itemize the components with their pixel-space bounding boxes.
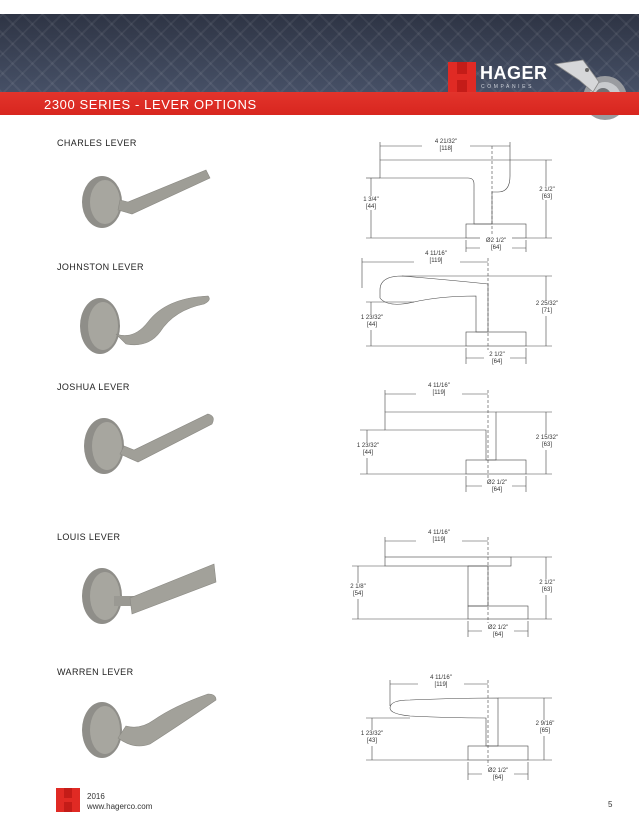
lower-dim: 1 23/32" — [361, 731, 383, 737]
length-dim: 4 11/16" — [428, 383, 450, 389]
johnston-lever-image — [80, 295, 210, 354]
rose-mm: [64] — [492, 359, 502, 365]
lever-name: LOUIS LEVER — [57, 532, 121, 542]
section-title-bar: 2300 SERIES - LEVER OPTIONS — [0, 92, 639, 115]
rose-dim: Ø2 1/2" — [487, 480, 507, 486]
hager-h-logo-icon — [448, 62, 476, 92]
rose-mm: [64] — [493, 775, 503, 781]
lever-name: JOHNSTON LEVER — [57, 262, 144, 272]
height-dim: 2 15/32" — [536, 435, 558, 441]
lower-dim: 1 23/32" — [361, 315, 383, 321]
length-dim: 4 11/16" — [430, 675, 452, 681]
length-mm: [119] — [430, 258, 443, 264]
length-mm: [119] — [435, 682, 448, 688]
hager-logo: HAGER COMPANIES — [448, 62, 558, 94]
height-dim: 2 1/2" — [539, 187, 554, 193]
lower-dim: 2 1/8" — [350, 584, 365, 590]
lever-name: CHARLES LEVER — [57, 138, 137, 148]
lower-dim: 1 23/32" — [357, 443, 379, 449]
length-mm: [118] — [440, 146, 453, 152]
lower-mm: [44] — [366, 204, 376, 210]
joshua-lever-image — [84, 413, 214, 474]
rose-dim: Ø2 1/2" — [488, 625, 508, 631]
height-mm: [71] — [542, 308, 552, 314]
lower-mm: [43] — [367, 738, 377, 744]
height-mm: [63] — [542, 194, 552, 200]
page-number: 5 — [608, 800, 613, 809]
lower-mm: [44] — [367, 322, 377, 328]
louis-dimension-drawing: 4 11/16" [119] 2 1/2" [63] 2 1/8" [54] Ø… — [346, 529, 560, 639]
length-dim: 4 11/16" — [425, 251, 447, 257]
footer-website-link[interactable]: www.hagerco.com — [87, 802, 153, 811]
height-mm: [65] — [540, 728, 550, 734]
lever-name: JOSHUA LEVER — [57, 382, 130, 392]
lower-dim: 1 3/4" — [363, 197, 378, 203]
lower-mm: [44] — [363, 450, 373, 456]
rose-mm: [64] — [491, 245, 501, 251]
brand-name: HAGER — [480, 63, 548, 83]
length-dim: 4 11/16" — [428, 530, 450, 536]
length-mm: [119] — [433, 537, 446, 543]
rose-mm: [64] — [492, 487, 502, 493]
lever-name: WARREN LEVER — [57, 667, 134, 677]
rose-dim: Ø2 1/2" — [486, 238, 506, 244]
footer-year: 2016 — [87, 792, 105, 801]
height-dim: 2 9/16" — [536, 721, 555, 727]
rose-mm: [64] — [493, 632, 503, 638]
louis-lever-image — [82, 563, 217, 624]
header-banner: HAGER COMPANIES — [0, 14, 639, 120]
charles-lever-image — [82, 169, 211, 228]
johnston-dimension-drawing: 4 11/16" [119] 2 25/32" [71] 1 23/32" [4… — [358, 250, 560, 366]
height-dim: 2 25/32" — [536, 301, 558, 307]
warren-dimension-drawing: 4 11/16" [119] 2 9/16" [65] 1 23/32" [43… — [358, 674, 558, 782]
height-dim: 2 1/2" — [539, 580, 554, 586]
brand-subtitle: COMPANIES — [481, 84, 535, 90]
charles-dimension-drawing: 4 21/32" [118] 2 1/2" [63] 1 3/4" [44] Ø… — [360, 138, 558, 252]
warren-lever-image — [82, 693, 217, 758]
page-title: 2300 SERIES - LEVER OPTIONS — [44, 97, 257, 112]
rose-dim: 2 1/2" — [489, 352, 504, 358]
joshua-dimension-drawing: 4 11/16" [119] 2 15/32" [63] 1 23/32" [4… — [354, 382, 560, 494]
height-mm: [63] — [542, 587, 552, 593]
length-mm: [119] — [433, 390, 446, 396]
length-dim: 4 21/32" — [435, 139, 457, 145]
rose-dim: Ø2 1/2" — [488, 768, 508, 774]
lower-mm: [54] — [353, 591, 363, 597]
footer-hager-logo-icon — [56, 788, 80, 812]
height-mm: [63] — [542, 442, 552, 448]
